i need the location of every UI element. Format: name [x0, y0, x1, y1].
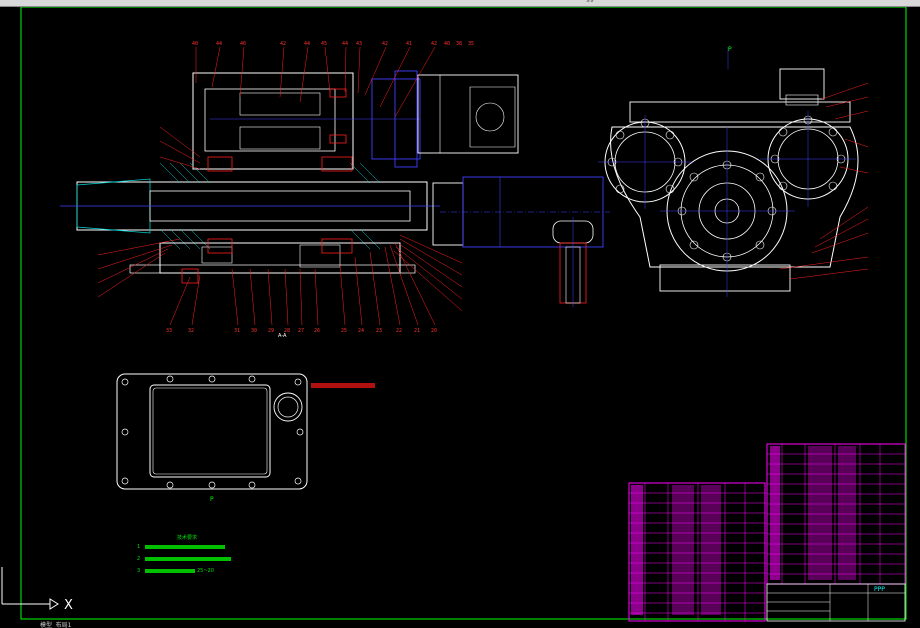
title-text: 99: [586, 0, 594, 4]
part-callout-bottom: 21: [414, 328, 420, 334]
part-callout-top: 45: [321, 41, 327, 47]
drawing-canvas[interactable]: A-A: [0, 7, 920, 628]
section-label: A-A: [278, 333, 287, 339]
part-callout-bottom: 33: [166, 328, 172, 334]
tech-notes-heading: 技术要求: [177, 535, 198, 541]
title-stamp: PPP: [874, 586, 885, 593]
part-callout-top: 44: [216, 41, 222, 47]
tech-note-line-1: 1: [137, 544, 141, 550]
part-callout-top: 44: [304, 41, 310, 47]
part-callout-bottom: 32: [188, 328, 194, 334]
status-text: 模型 布局1: [40, 622, 72, 628]
part-callout-top: 40: [192, 41, 198, 47]
part-callout-bottom: 22: [396, 328, 402, 334]
part-callout-bottom: 24: [358, 328, 364, 334]
end-view: P: [598, 46, 869, 297]
part-callout-bottom: 30: [251, 328, 257, 334]
part-callout-bottom: 29: [268, 328, 274, 334]
drawing-frame: [20, 7, 907, 620]
cover-plate-view: P: [116, 373, 375, 503]
title-bar: 99: [0, 0, 920, 7]
part-callout-top: 42: [431, 41, 437, 47]
tech-note-line-2: 2: [137, 556, 141, 562]
part-callout-bottom: 23: [376, 328, 382, 334]
tech-note-line-3b: 25~20: [197, 568, 214, 574]
main-section-view: A-A: [60, 46, 610, 339]
part-callout-top: 40: [444, 41, 450, 47]
tech-note-line-3: 3: [137, 568, 141, 574]
part-callout-top: 35: [468, 41, 474, 47]
part-callout-top: 42: [280, 41, 286, 47]
part-callout-bottom: 31: [234, 328, 240, 334]
part-callout-top: 44: [342, 41, 348, 47]
parts-list: PPP: [628, 443, 906, 622]
part-callout-bottom: 20: [431, 328, 437, 334]
ucs-icon: X: [1, 567, 73, 613]
part-callout-top: 42: [382, 41, 388, 47]
part-callout-top: 46: [240, 41, 246, 47]
part-callout-top: 41: [406, 41, 412, 47]
part-callout-bottom: 26: [314, 328, 320, 334]
part-callout-top: 38: [456, 41, 462, 47]
view-label-bottom: P: [210, 496, 214, 503]
status-bar: 模型 布局1: [0, 621, 140, 628]
part-callout-bottom: 25: [341, 328, 347, 334]
view-label-top: P: [728, 46, 732, 53]
part-callout-top: 43: [356, 41, 362, 47]
part-callout-bottom: 28: [284, 328, 290, 334]
ucs-x-label: X: [64, 598, 73, 613]
part-callout-bottom: 27: [298, 328, 304, 334]
